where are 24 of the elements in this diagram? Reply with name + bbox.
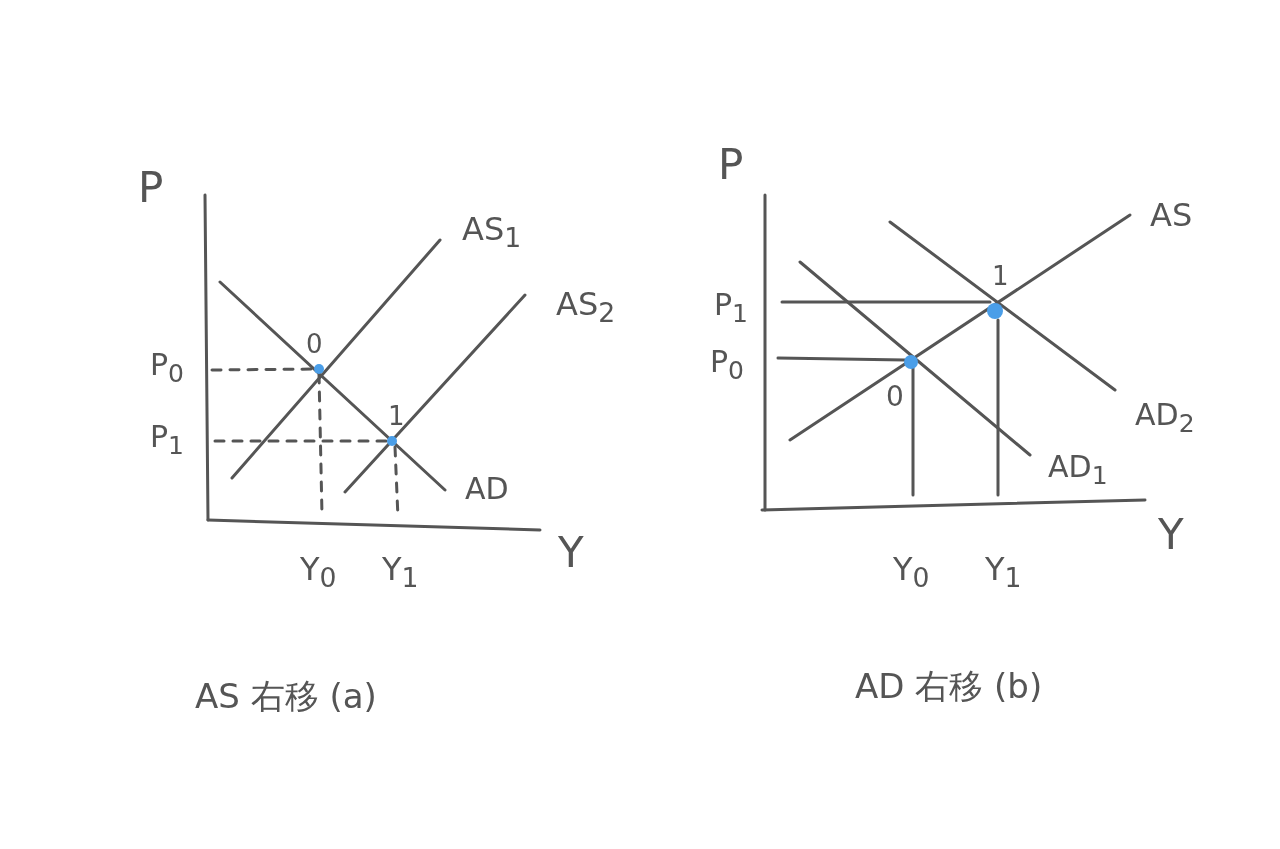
tick-label: Y$_{1}$ [382,552,419,593]
chart-caption: AS 右移 (a) [195,678,377,716]
chart-caption: AD 右移 (b) [855,668,1043,706]
curve-label: AD [465,472,509,505]
point-label: 1 [388,402,405,431]
axis-label: P [718,142,744,189]
point-label: 0 [306,330,323,359]
tick-label: Y$_{0}$ [893,552,930,593]
tick-label: P$_{1}$ [714,288,748,328]
tick-label: P$_{0}$ [150,348,184,388]
point-label: 0 [886,382,904,413]
axis-label: P [138,165,164,212]
axis-label: Y [1158,512,1184,559]
tick-label: Y$_{1}$ [985,552,1022,593]
axis-label: Y [558,530,584,577]
tick-label: P$_{1}$ [150,420,184,460]
curve-label: AS$_{1}$ [462,212,522,253]
tick-label: P$_{0}$ [710,345,744,385]
curve-label: AD$_{2}$ [1135,398,1195,438]
curve-label: AS [1150,198,1193,234]
point-label: 1 [992,262,1009,291]
tick-label: Y$_{0}$ [300,552,337,593]
curve-label: AD$_{1}$ [1048,450,1108,490]
curve-label: AS$_{2}$ [556,287,616,328]
